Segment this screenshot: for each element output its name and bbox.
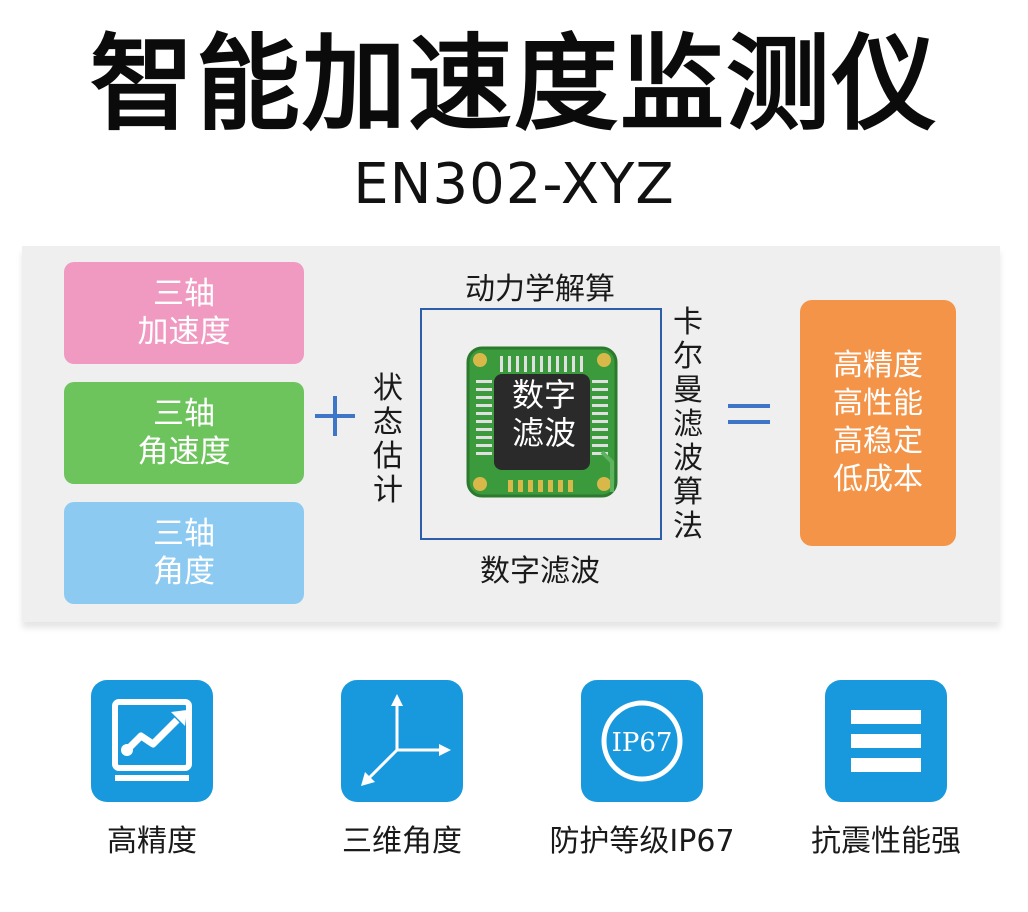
chip-label-line2: 滤波: [511, 414, 576, 452]
chip-frame: [420, 308, 662, 540]
model-number: EN302-XYZ: [353, 152, 675, 217]
digital-filter-label: 数字滤波: [480, 554, 600, 589]
feature-ip67: IP67 防护等级IP67: [542, 680, 742, 862]
input-angle-line1: 三轴: [153, 516, 215, 552]
feature-label-4: 抗震性能强: [811, 824, 961, 859]
output-line-1: 高精度: [833, 348, 923, 383]
page-title: 智能加速度监测仪: [89, 23, 938, 145]
chip-label: 数字 滤波: [494, 376, 594, 452]
feature-label-3: 防护等级IP67: [549, 824, 735, 859]
feature-label-1: 高精度: [107, 824, 197, 859]
ip67-badge-icon: IP67: [581, 680, 703, 802]
plus-icon: [315, 396, 355, 436]
chip-icon: [466, 346, 618, 498]
output-line-2: 高性能: [833, 386, 923, 421]
input-angular-velocity-box: 三轴 角速度: [64, 382, 304, 484]
output-line-3: 高稳定: [833, 424, 923, 459]
principle-diagram: 三轴 加速度 三轴 角速度 三轴 角度 状态估计 动力学解算: [22, 246, 1000, 622]
feature-label-2: 三维角度: [342, 824, 462, 859]
input-angle-line2: 角度: [153, 554, 215, 590]
3d-axes-icon: [341, 680, 463, 802]
input-acceleration-box: 三轴 加速度: [64, 262, 304, 364]
output-box: 高精度 高性能 高稳定 低成本: [800, 300, 956, 546]
kalman-filter-label: 卡尔曼滤波算法: [673, 305, 703, 544]
input-angular-velocity-line1: 三轴: [153, 396, 215, 432]
output-line-4: 低成本: [833, 462, 923, 497]
feature-3d-angle: 三维角度: [302, 680, 502, 862]
input-acceleration-line2: 加速度: [137, 314, 231, 350]
chart-trend-icon: [91, 680, 213, 802]
state-estimation-label: 状态估计: [373, 371, 403, 508]
chip-label-line1: 数字: [511, 376, 576, 414]
feature-shock-resistance: 抗震性能强: [786, 680, 986, 862]
svg-text:IP67: IP67: [612, 728, 673, 758]
input-angular-velocity-line2: 角速度: [137, 434, 231, 470]
dynamics-label: 动力学解算: [465, 272, 615, 307]
equals-icon: [728, 404, 770, 424]
menu-bars-icon: [825, 680, 947, 802]
feature-high-precision: 高精度: [52, 680, 252, 862]
input-angle-box: 三轴 角度: [64, 502, 304, 604]
input-acceleration-line1: 三轴: [153, 276, 215, 312]
